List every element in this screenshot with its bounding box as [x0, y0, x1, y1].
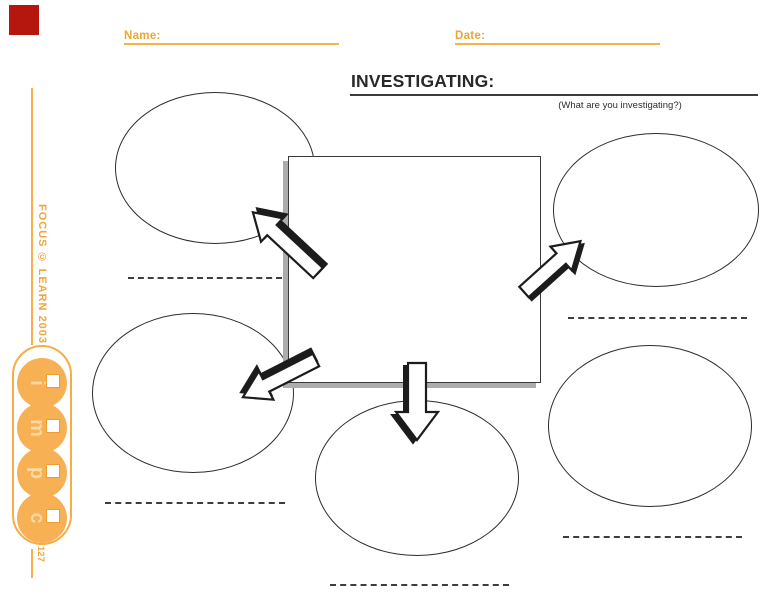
logo-circle-m: m	[17, 403, 67, 453]
idea-bubble-right[interactable]	[553, 133, 759, 287]
title-hint: (What are you investigating?)	[558, 100, 682, 111]
logo-capsule	[12, 345, 72, 545]
logo-square-icon	[46, 419, 60, 433]
brand-vertical-text: FOCUS © LEARN 2003	[36, 204, 48, 345]
logo-square-icon	[46, 509, 60, 523]
idea-bubble-bottom-right[interactable]	[548, 345, 752, 507]
logo-letter: c	[26, 512, 48, 524]
logo-circle-c: c	[17, 493, 67, 543]
logo-square-icon	[46, 464, 60, 478]
write-line-right[interactable]	[568, 317, 747, 319]
date-label: Date:	[455, 30, 486, 42]
write-line-top-left[interactable]	[128, 277, 282, 279]
corner-marker	[9, 5, 39, 35]
logo-letter: p	[26, 466, 48, 480]
logo-letter: i	[26, 380, 48, 386]
write-line-bottom-right[interactable]	[563, 536, 742, 538]
arrow-down-left-icon	[239, 347, 321, 401]
name-input-line[interactable]	[124, 43, 339, 45]
write-line-bottom-left[interactable]	[105, 502, 285, 504]
sidebar-rule-top	[31, 88, 33, 345]
title-underline	[350, 94, 758, 97]
logo-circle-i: i	[17, 358, 67, 408]
center-topic-box[interactable]	[288, 156, 541, 383]
write-line-bottom-center[interactable]	[330, 584, 509, 586]
date-input-line[interactable]	[455, 43, 660, 45]
logo-square-icon	[46, 374, 60, 388]
logo-circle-p: p	[17, 448, 67, 498]
sidebar-rule-bottom	[31, 549, 33, 578]
arrow-up-left-icon	[251, 207, 329, 280]
logo-letter: m	[26, 419, 48, 437]
idea-bubble-bottom-left[interactable]	[92, 313, 294, 473]
arrow-up-right-icon	[517, 239, 585, 302]
page-number: 127	[35, 546, 46, 562]
arrow-down-icon	[390, 361, 441, 445]
page-title: INVESTIGATING:	[351, 71, 495, 91]
name-label: Name:	[124, 30, 161, 42]
